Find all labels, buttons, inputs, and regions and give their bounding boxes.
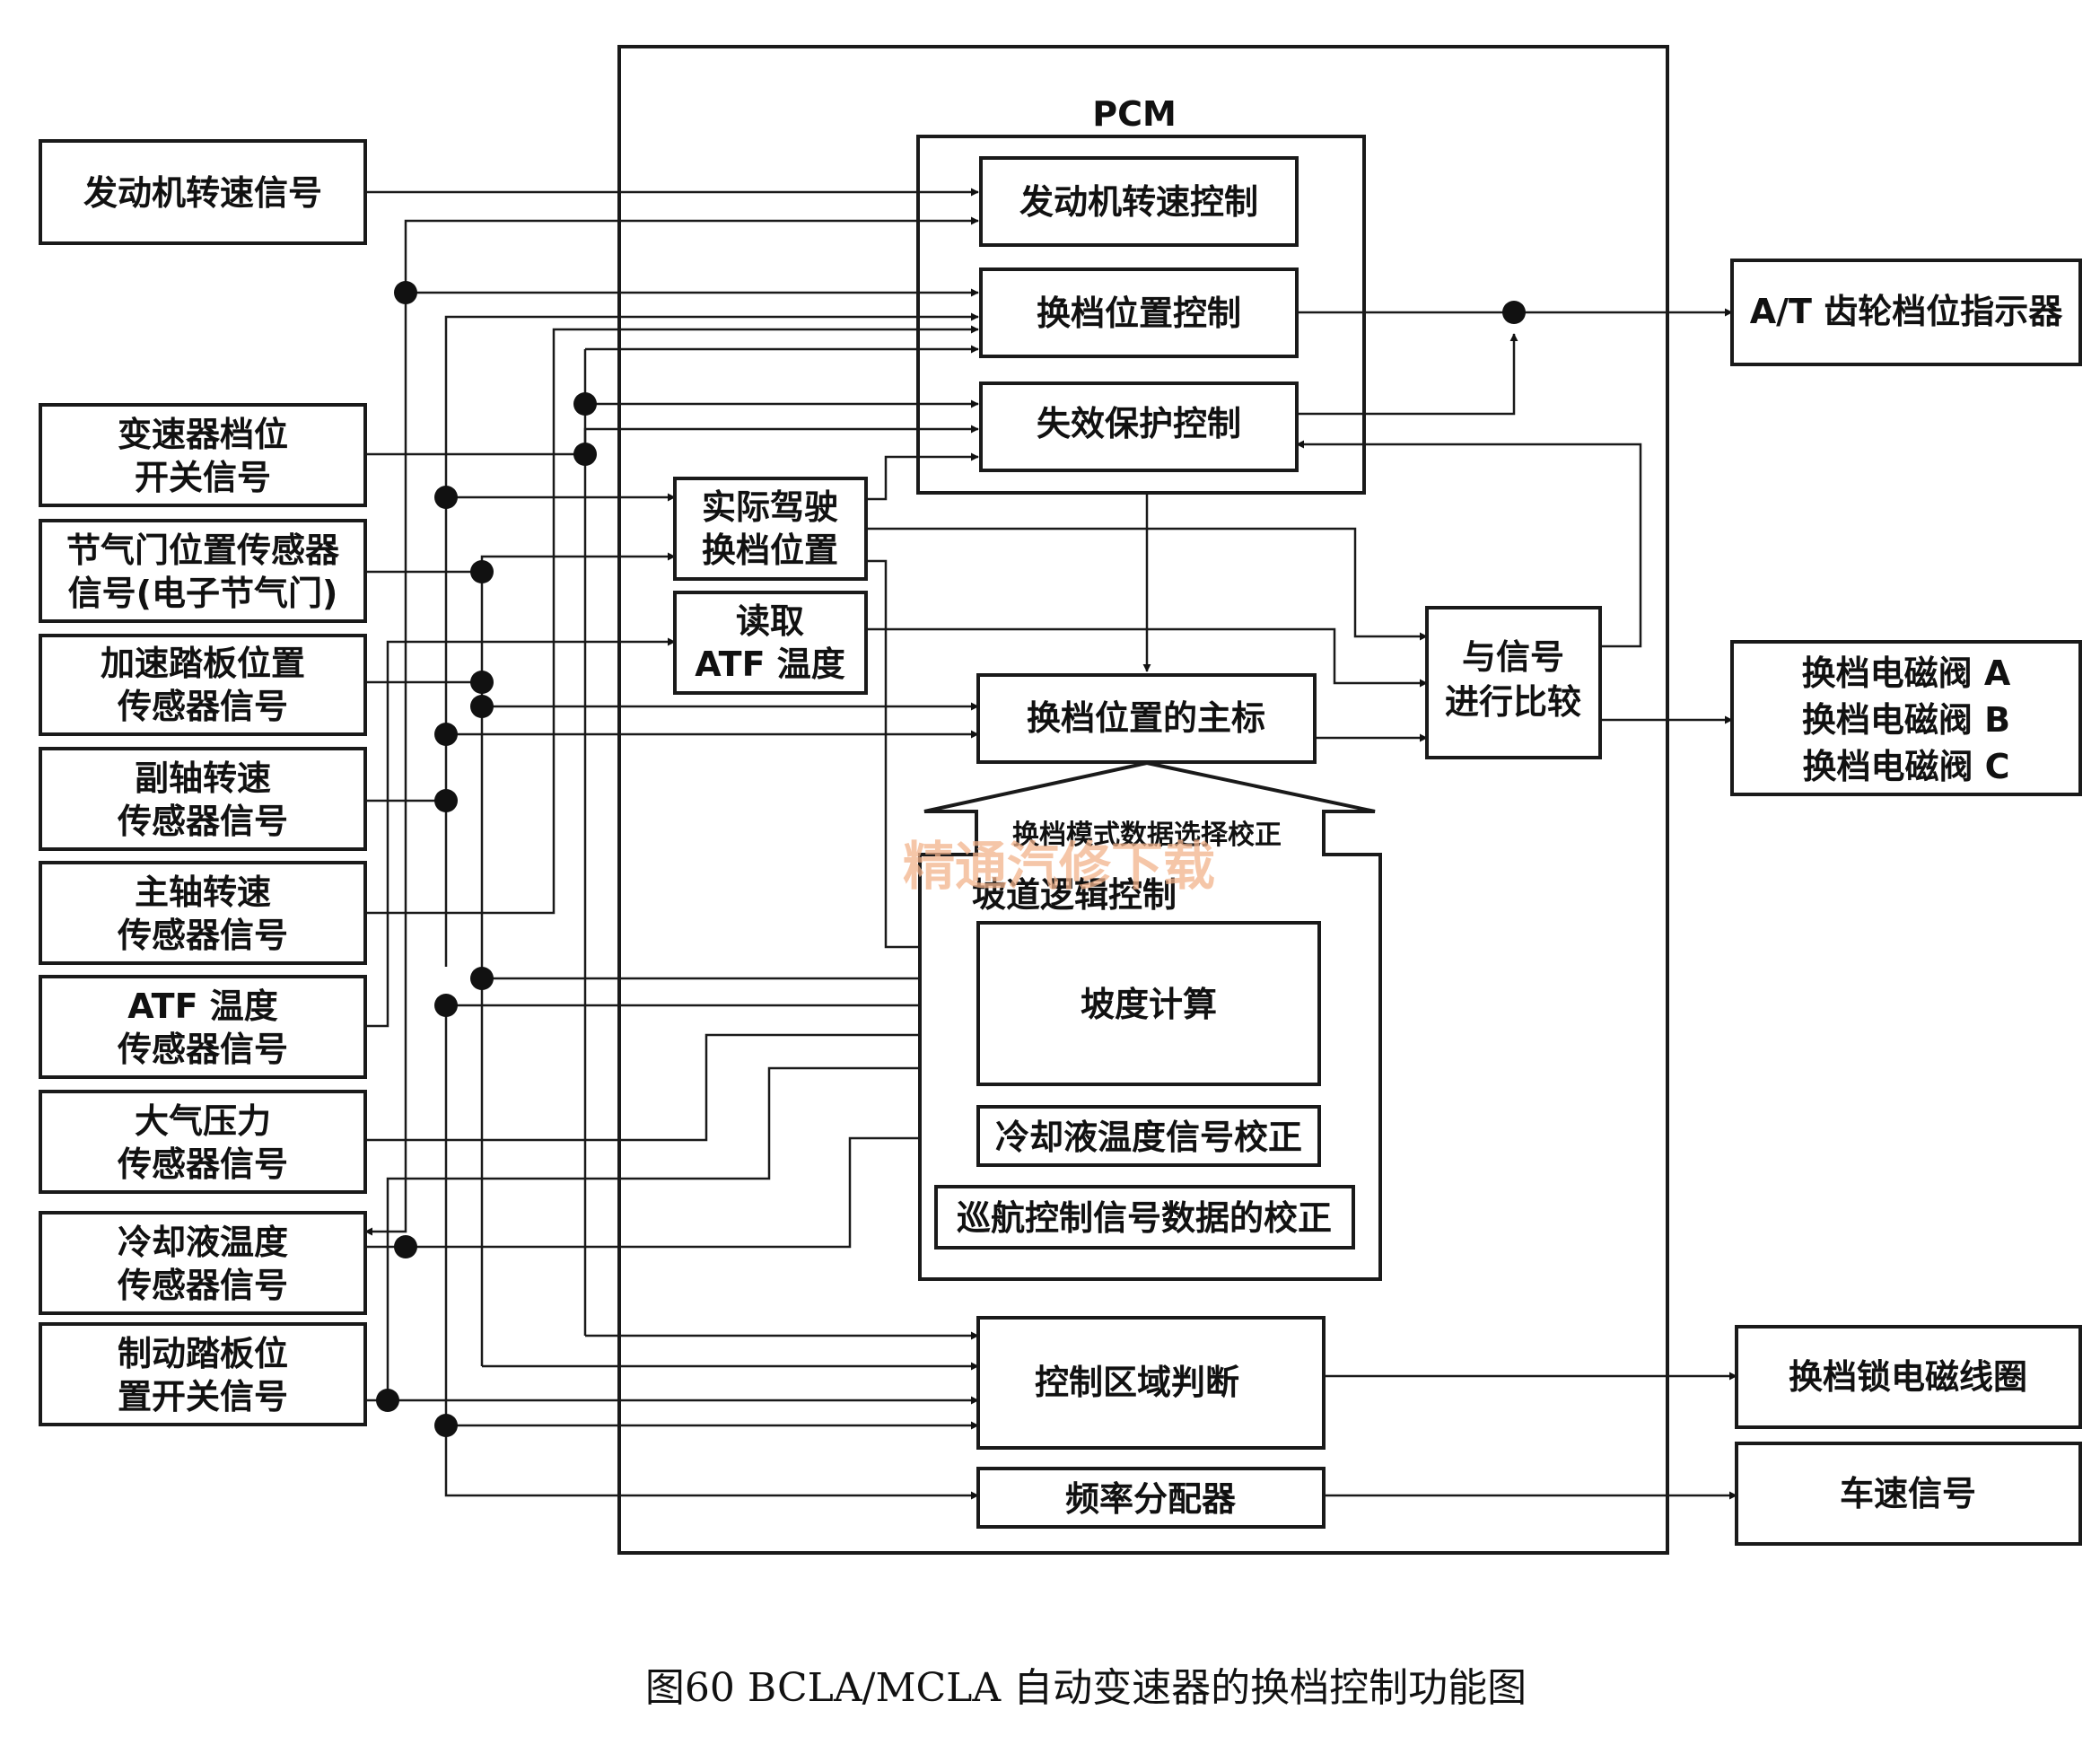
svg-text:读取: 读取 xyxy=(736,601,804,641)
input-box-barometric-pressure: 大气压力 传感器信号 xyxy=(39,1090,367,1194)
svg-text:ATF 温度: ATF 温度 xyxy=(695,645,845,684)
svg-text:传感器信号: 传感器信号 xyxy=(117,1030,288,1069)
outer-module-frame xyxy=(617,45,1669,1555)
pcm-label: PCM xyxy=(1092,94,1177,134)
svg-text:换档位置的主标: 换档位置的主标 xyxy=(1027,698,1265,738)
svg-text:巡航控制信号数据的校正: 巡航控制信号数据的校正 xyxy=(957,1198,1332,1238)
read-atf-temperature-box: 读取 ATF 温度 xyxy=(673,591,868,695)
cruise-correction-box: 巡航控制信号数据的校正 xyxy=(934,1185,1355,1250)
input-box-coolant-temperature: 冷却液温度 传感器信号 xyxy=(39,1211,367,1315)
svg-text:传感器信号: 传感器信号 xyxy=(117,687,288,726)
input-label: 发动机转速信号 xyxy=(83,173,322,213)
svg-text:传感器信号: 传感器信号 xyxy=(117,1144,288,1184)
svg-text:变速器档位: 变速器档位 xyxy=(118,415,288,454)
svg-text:传感器信号: 传感器信号 xyxy=(117,1266,288,1305)
svg-text:进行比较: 进行比较 xyxy=(1445,682,1581,722)
svg-text:冷却液温度信号校正: 冷却液温度信号校正 xyxy=(995,1118,1302,1157)
svg-text:换档电磁阀 A: 换档电磁阀 A xyxy=(1802,653,2011,693)
failsafe-control-box: 失效保护控制 xyxy=(979,381,1299,472)
svg-text:主轴转速: 主轴转速 xyxy=(135,872,271,912)
slope-logic-label: 坡道逻辑控制 xyxy=(972,875,1177,915)
svg-text:与信号: 与信号 xyxy=(1462,637,1564,677)
shift-map-box: 换档位置的主标 xyxy=(976,673,1317,764)
input-box-engine-speed: 发动机转速信号 xyxy=(39,139,367,245)
junction-dots xyxy=(376,281,1526,1437)
svg-text:传感器信号: 传感器信号 xyxy=(117,802,288,841)
svg-text:坡度计算: 坡度计算 xyxy=(1081,985,1217,1024)
svg-text:实际驾驶: 实际驾驶 xyxy=(702,487,838,527)
input-box-brake-pedal-switch: 制动踏板位 置开关信号 xyxy=(39,1322,367,1426)
svg-text:发动机转速控制: 发动机转速控制 xyxy=(1019,182,1258,222)
svg-text:失效保护控制: 失效保护控制 xyxy=(1037,404,1241,443)
grade-calculation-box: 坡度计算 xyxy=(976,921,1321,1086)
svg-text:频率分配器: 频率分配器 xyxy=(1065,1479,1237,1519)
svg-text:ATF 温度: ATF 温度 xyxy=(127,986,278,1026)
svg-text:副轴转速: 副轴转速 xyxy=(135,759,271,798)
svg-text:制动踏板位: 制动踏板位 xyxy=(118,1334,288,1373)
input-box-atf-temperature: ATF 温度 传感器信号 xyxy=(39,975,367,1079)
shift-position-control-box: 换档位置控制 xyxy=(979,267,1299,358)
svg-text:换档位置: 换档位置 xyxy=(702,531,838,570)
frequency-divider-box: 频率分配器 xyxy=(976,1467,1326,1529)
correction-label: 换档模式数据选择校正 xyxy=(1012,820,1282,851)
svg-text:控制区域判断: 控制区域判断 xyxy=(1035,1363,1239,1402)
output-box-vehicle-speed-signal: 车速信号 xyxy=(1735,1442,2082,1546)
svg-text:冷却液温度: 冷却液温度 xyxy=(118,1223,288,1262)
input-box-mainshaft-speed: 主轴转速 传感器信号 xyxy=(39,861,367,965)
output-box-shift-lock-solenoid: 换档锁电磁线圈 xyxy=(1735,1325,2082,1429)
svg-text:大气压力: 大气压力 xyxy=(135,1101,271,1141)
svg-text:换档锁电磁线圈: 换档锁电磁线圈 xyxy=(1789,1357,2027,1397)
input-box-throttle-position: 节气门位置传感器 信号(电子节气门) xyxy=(39,519,367,623)
output-box-at-gear-indicator: A/T 齿轮档位指示器 xyxy=(1730,259,2082,366)
svg-text:换档电磁阀 C: 换档电磁阀 C xyxy=(1802,747,2009,786)
output-box-shift-solenoids: 换档电磁阀 A 换档电磁阀 B 换档电磁阀 C xyxy=(1730,640,2082,796)
svg-text:传感器信号: 传感器信号 xyxy=(117,916,288,955)
svg-text:换档电磁阀 B: 换档电磁阀 B xyxy=(1802,700,2010,740)
figure-caption: 图60 BCLA/MCLA 自动变速器的换档控制功能图 xyxy=(645,1665,1527,1711)
watermark: 精通汽修下载 xyxy=(903,836,1215,897)
engine-speed-control-box: 发动机转速控制 xyxy=(979,156,1299,247)
signal-comparison-box: 与信号 进行比较 xyxy=(1425,606,1602,759)
svg-text:节气门位置传感器: 节气门位置传感器 xyxy=(66,531,340,570)
svg-text:置开关信号: 置开关信号 xyxy=(118,1377,288,1416)
input-box-range-switch: 变速器档位 开关信号 xyxy=(39,403,367,507)
input-box-accelerator-pedal: 加速踏板位置 传感器信号 xyxy=(39,634,367,736)
actual-shift-position-box: 实际驾驶 换档位置 xyxy=(673,477,868,581)
svg-text:加速踏板位置: 加速踏板位置 xyxy=(101,644,305,683)
coolant-temp-correction-box: 冷却液温度信号校正 xyxy=(976,1105,1321,1167)
svg-text:换档位置控制: 换档位置控制 xyxy=(1037,294,1241,333)
input-box-countershaft-speed: 副轴转速 传感器信号 xyxy=(39,747,367,851)
svg-text:信号(电子节气门): 信号(电子节气门) xyxy=(68,574,338,613)
control-area-judgment-box: 控制区域判断 xyxy=(976,1316,1326,1450)
svg-text:A/T 齿轮档位指示器: A/T 齿轮档位指示器 xyxy=(1750,292,2063,331)
svg-text:开关信号: 开关信号 xyxy=(135,458,271,497)
svg-text:车速信号: 车速信号 xyxy=(1840,1474,1976,1513)
pcm-frame xyxy=(916,135,1366,495)
